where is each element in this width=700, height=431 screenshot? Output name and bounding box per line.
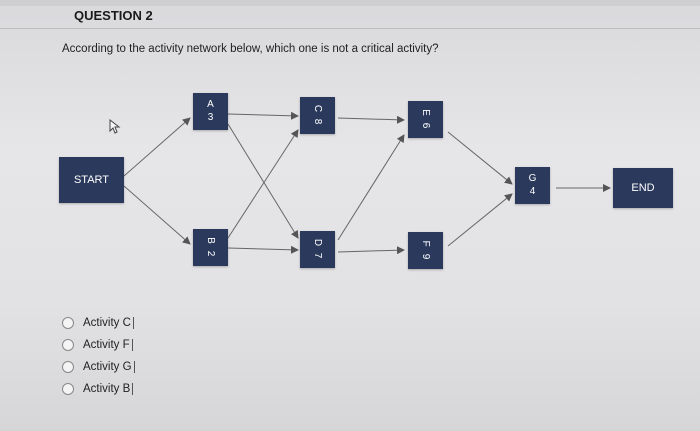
node-g-letter: G bbox=[528, 173, 537, 184]
edge-c-e bbox=[337, 115, 405, 124]
radio-button[interactable] bbox=[62, 339, 74, 351]
cursor-icon bbox=[109, 119, 121, 134]
node-e: E 6 bbox=[408, 101, 443, 138]
option-activity-b[interactable]: Activity B bbox=[62, 378, 135, 400]
answer-options: Activity C Activity F Activity G Activit… bbox=[62, 312, 135, 400]
option-label: Activity B bbox=[83, 383, 134, 395]
node-e-duration: 6 bbox=[420, 122, 431, 129]
edge-d-e bbox=[337, 134, 405, 241]
node-f-duration: 9 bbox=[420, 253, 431, 260]
option-activity-c[interactable]: Activity C bbox=[62, 312, 135, 334]
divider bbox=[0, 28, 700, 29]
start-label: START bbox=[73, 174, 110, 186]
node-a: A 3 bbox=[193, 93, 228, 130]
top-bar bbox=[0, 0, 700, 6]
radio-button[interactable] bbox=[62, 361, 74, 373]
option-activity-f[interactable]: Activity F bbox=[62, 334, 135, 356]
start-node: START bbox=[59, 157, 124, 203]
edge-b-d bbox=[227, 245, 299, 254]
edge-b-c bbox=[227, 129, 299, 239]
option-label: Activity C bbox=[83, 317, 134, 329]
edge-e-g bbox=[447, 131, 513, 185]
option-label: Activity G bbox=[83, 361, 135, 373]
node-c-duration: 8 bbox=[312, 118, 323, 125]
node-b: B 2 bbox=[193, 229, 228, 266]
node-d: D 7 bbox=[300, 231, 335, 268]
node-a-letter: A bbox=[207, 99, 214, 110]
question-text: According to the activity network below,… bbox=[62, 43, 439, 55]
node-b-duration: 2 bbox=[205, 250, 216, 257]
option-label: Activity F bbox=[83, 339, 133, 351]
node-g-duration: 4 bbox=[529, 186, 536, 197]
edge-start-a bbox=[123, 117, 191, 177]
edge-f-g bbox=[447, 193, 513, 247]
node-d-duration: 7 bbox=[312, 252, 323, 259]
node-g: G 4 bbox=[515, 167, 550, 204]
edge-start-b bbox=[123, 185, 191, 245]
end-node: END bbox=[613, 168, 673, 208]
node-c: C 8 bbox=[300, 97, 335, 134]
node-a-duration: 3 bbox=[207, 112, 214, 123]
radio-button[interactable] bbox=[62, 383, 74, 395]
question-title: QUESTION 2 bbox=[74, 8, 153, 23]
radio-button[interactable] bbox=[62, 317, 74, 329]
edge-a-c bbox=[227, 111, 299, 120]
end-label: END bbox=[631, 182, 655, 194]
option-activity-g[interactable]: Activity G bbox=[62, 356, 135, 378]
edge-d-f bbox=[337, 246, 405, 255]
node-f: F 9 bbox=[408, 232, 443, 269]
edge-a-d bbox=[227, 123, 299, 239]
